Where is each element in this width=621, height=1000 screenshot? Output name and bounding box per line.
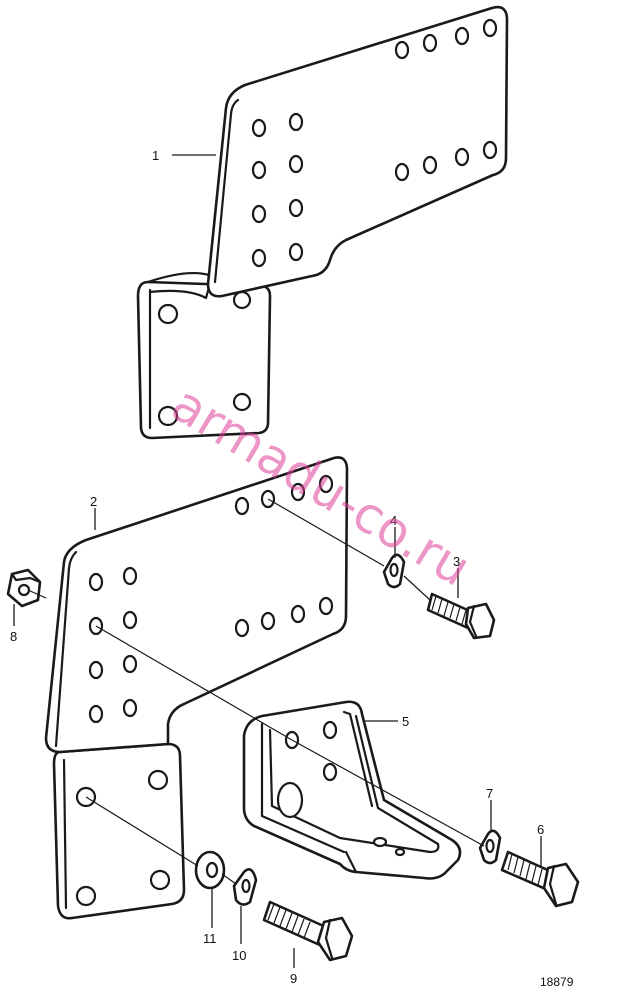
figure-number: 18879 [540, 975, 574, 989]
hole [157, 405, 179, 427]
callout-numbers: 1 2 3 4 5 6 7 8 9 10 11 [10, 148, 544, 986]
hole [157, 303, 179, 325]
part-1-plate [206, 5, 509, 298]
callout-6: 6 [537, 822, 544, 837]
part-6-bolt [500, 850, 580, 908]
part-1-upper-bracket [136, 5, 509, 440]
part-5-body [242, 700, 462, 880]
callout-11: 11 [203, 931, 217, 946]
callout-1: 1 [152, 148, 159, 163]
hole [232, 392, 252, 412]
callout-4: 4 [390, 513, 397, 528]
part-2-lower-bracket [44, 456, 349, 920]
part-9-bolt [262, 900, 354, 962]
part-8-hex-nut [6, 568, 42, 608]
hole [232, 290, 252, 310]
part-4-lock-washer [382, 553, 406, 589]
part-2-flange [52, 742, 186, 920]
part-3-bolt [426, 592, 496, 640]
leader-lines [13, 154, 542, 968]
part-5-channel-bracket [242, 700, 462, 880]
part-2-plate [44, 456, 349, 754]
callout-8: 8 [10, 629, 17, 644]
part-11-flat-washer [194, 850, 226, 890]
part-10-lock-washer [232, 868, 258, 906]
callout-7: 7 [486, 786, 493, 801]
part-7-lock-washer [478, 829, 502, 865]
callout-5: 5 [402, 714, 409, 729]
assembly-center-lines [27, 498, 485, 885]
callout-2: 2 [90, 494, 97, 509]
callout-3: 3 [453, 554, 460, 569]
callout-9: 9 [290, 971, 297, 986]
callout-10: 10 [232, 948, 246, 963]
